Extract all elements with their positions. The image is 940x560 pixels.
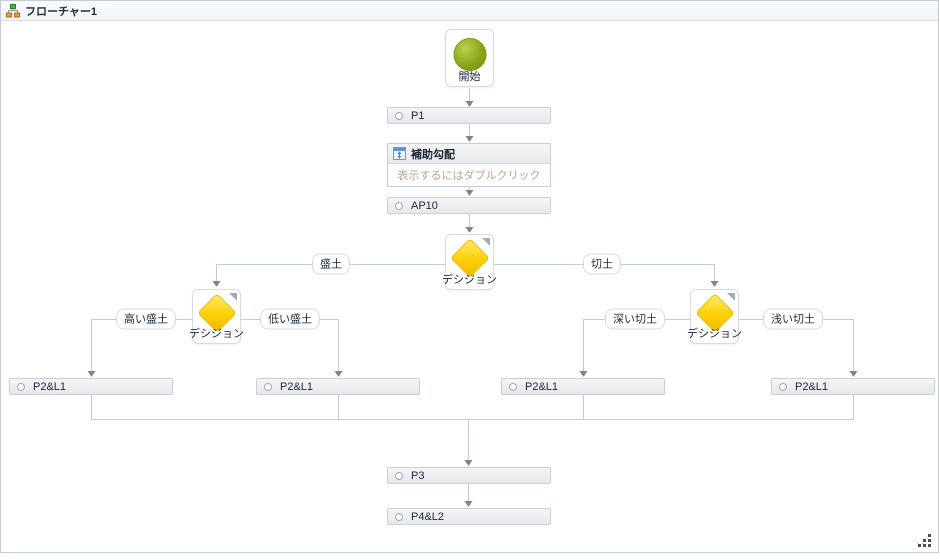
- start-node-label: 開始: [458, 71, 481, 83]
- decision-node-main[interactable]: デシジョン: [442, 234, 497, 290]
- decision-node-label: デシジョン: [687, 328, 742, 340]
- status-circle-icon: [779, 382, 787, 391]
- status-circle-icon: [395, 111, 403, 120]
- process-bar-p1[interactable]: P1: [387, 107, 551, 124]
- fold-corner-icon: [727, 293, 735, 301]
- start-node[interactable]: 開始: [445, 29, 494, 87]
- status-circle-icon: [264, 382, 272, 391]
- decision-node-label: デシジョン: [189, 328, 244, 340]
- process-bar-label: P2&L1: [33, 380, 67, 393]
- status-circle-icon: [395, 471, 403, 480]
- process-bar-p2l1-deep-cut[interactable]: P2&L1: [501, 378, 665, 395]
- process-bar-label: P3: [411, 469, 425, 482]
- process-bar-label: P1: [411, 109, 425, 122]
- status-circle-icon: [395, 512, 403, 521]
- fold-corner-icon: [229, 293, 237, 301]
- subchart-icon: [393, 147, 406, 160]
- process-bar-p4l2[interactable]: P4&L2: [387, 508, 551, 525]
- flowchart-icon: [6, 3, 20, 17]
- panel-title: フローチャー1: [25, 5, 98, 18]
- subchart-node-aux-gradient[interactable]: 補助勾配 表示するにはダブルクリック: [387, 143, 551, 187]
- process-bar-p2l1-low-fill[interactable]: P2&L1: [256, 378, 420, 395]
- edge-label-deep-cut[interactable]: 深い切土: [605, 308, 665, 330]
- decision-node-fill[interactable]: デシジョン: [189, 289, 244, 344]
- edge-label-high-fill[interactable]: 高い盛土: [116, 308, 176, 330]
- status-circle-icon: [509, 382, 517, 391]
- edge-label-shallow-cut[interactable]: 浅い切土: [763, 308, 823, 330]
- process-bar-label: P2&L1: [795, 380, 829, 393]
- process-bar-p3[interactable]: P3: [387, 467, 551, 484]
- subchart-title: 補助勾配: [411, 148, 455, 161]
- start-circle-icon: [453, 38, 486, 71]
- status-circle-icon: [17, 382, 25, 391]
- process-bar-label: P4&L2: [411, 510, 445, 523]
- process-bar-label: AP10: [411, 199, 438, 212]
- decision-node-label: デシジョン: [442, 274, 497, 286]
- process-bar-p2l1-high-fill[interactable]: P2&L1: [9, 378, 173, 395]
- fold-corner-icon: [482, 238, 490, 246]
- process-bar-label: P2&L1: [525, 380, 559, 393]
- panel-titlebar: フローチャー1: [1, 1, 938, 21]
- edge-label-low-fill[interactable]: 低い盛土: [260, 308, 320, 330]
- resize-grip[interactable]: [916, 534, 932, 548]
- process-bar-ap10[interactable]: AP10: [387, 197, 551, 214]
- subchart-hint: 表示するにはダブルクリック: [397, 170, 541, 182]
- process-bar-p2l1-shallow-cut[interactable]: P2&L1: [771, 378, 935, 395]
- edge-label-cut[interactable]: 切土: [583, 253, 621, 275]
- edge-label-fill[interactable]: 盛土: [312, 253, 350, 275]
- status-circle-icon: [395, 201, 403, 210]
- process-bar-label: P2&L1: [280, 380, 314, 393]
- decision-node-cut[interactable]: デシジョン: [687, 289, 742, 344]
